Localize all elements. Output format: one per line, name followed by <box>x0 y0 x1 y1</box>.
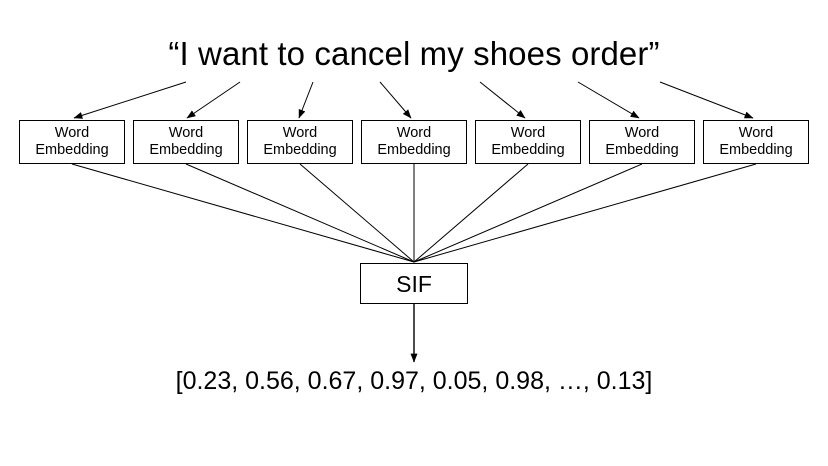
word-embedding-box-3-line1: Word <box>282 125 318 141</box>
word-embedding-box-1-line2: Embedding <box>35 142 109 158</box>
line-word-2-to-sif <box>185 163 415 263</box>
word-embedding-box-3: Word Embedding <box>247 120 353 164</box>
arrow-sentence-to-word-5 <box>479 81 526 119</box>
word-embedding-box-4: Word Embedding <box>361 120 467 164</box>
line-word-3-to-sif <box>299 163 415 263</box>
word-embedding-box-5-line1: Word <box>510 125 546 141</box>
arrow-sentence-to-word-7 <box>659 81 754 119</box>
word-embedding-box-2: Word Embedding <box>133 120 239 164</box>
sif-aggregator-box: SIF <box>360 263 468 304</box>
word-embedding-box-1: Word Embedding <box>19 120 125 164</box>
word-embedding-box-7-line1: Word <box>738 125 774 141</box>
word-embedding-box-6-line1: Word <box>624 125 660 141</box>
word-embedding-box-4-line1: Word <box>396 125 432 141</box>
word-embedding-box-2-line2: Embedding <box>149 142 223 158</box>
word-embedding-box-3-line2: Embedding <box>263 142 337 158</box>
sif-label: SIF <box>396 270 432 297</box>
sentence-to-word-arrows <box>73 81 754 119</box>
output-vector-label: [0.23, 0.56, 0.67, 0.97, 0.05, 0.98, …, … <box>175 367 653 395</box>
word-embedding-box-4-line2: Embedding <box>377 142 451 158</box>
input-sentence-label: “I want to cancel my shoes order” <box>168 35 660 72</box>
line-word-7-to-sif <box>413 163 757 263</box>
arrow-sentence-to-word-3 <box>298 81 314 119</box>
line-word-5-to-sif <box>413 163 529 263</box>
word-to-sif-lines <box>71 163 757 263</box>
arrow-sentence-to-word-1 <box>73 81 187 119</box>
word-embedding-box-6: Word Embedding <box>589 120 695 164</box>
arrow-sentence-to-word-6 <box>577 81 640 119</box>
word-embedding-box-1-line1: Word <box>54 125 90 141</box>
word-embedding-box-5: Word Embedding <box>475 120 581 164</box>
word-embedding-box-6-line2: Embedding <box>605 142 679 158</box>
word-embedding-box-7-line2: Embedding <box>719 142 793 158</box>
line-word-6-to-sif <box>413 163 643 263</box>
arrow-sentence-to-word-2 <box>186 81 241 119</box>
word-embedding-box-2-line1: Word <box>168 125 204 141</box>
word-embedding-box-5-line2: Embedding <box>491 142 565 158</box>
word-embedding-box-7: Word Embedding <box>703 120 809 164</box>
arrow-sentence-to-word-4 <box>379 81 412 119</box>
line-word-1-to-sif <box>71 163 415 263</box>
